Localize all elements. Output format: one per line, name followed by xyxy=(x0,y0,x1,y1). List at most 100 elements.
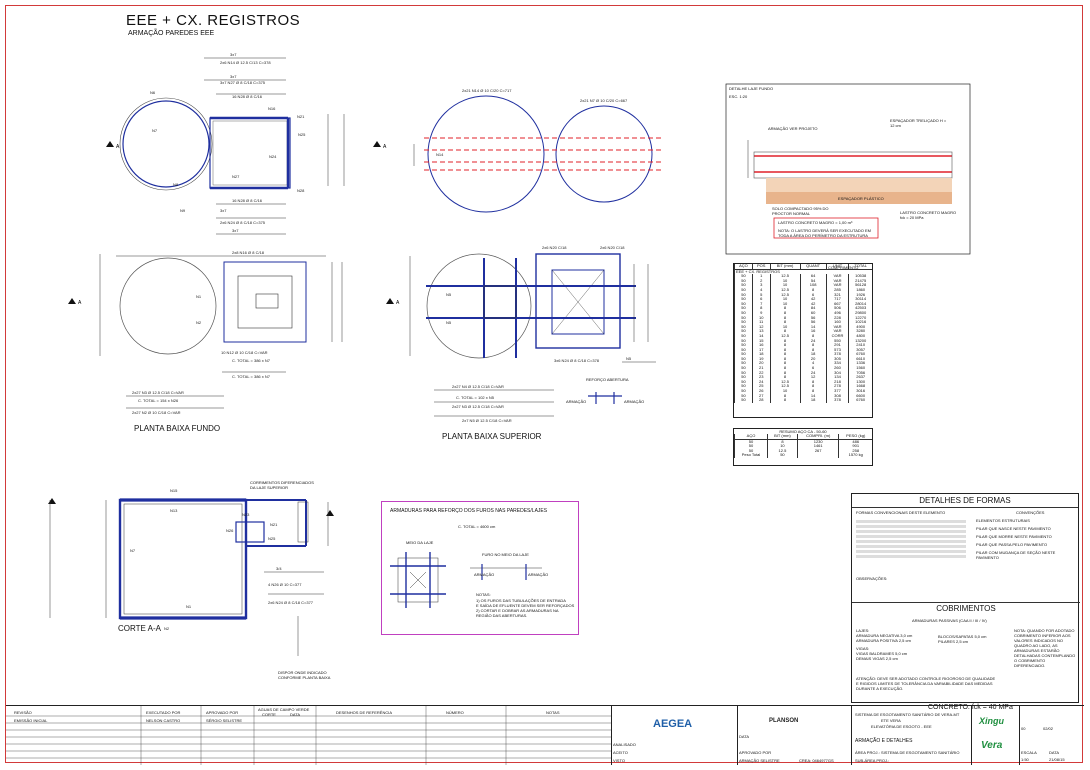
steel-cell: 18 xyxy=(751,352,770,357)
formas-title: DETALHES DE FORMAS xyxy=(852,494,1078,508)
steel-cell: 8 xyxy=(769,306,801,311)
steel-cell: 8 xyxy=(799,384,827,390)
steel-cell: 278 xyxy=(825,384,849,390)
sheet-id: 00 02/02 ESCALA 1:50 DATA 21/08/15 xyxy=(1019,706,1084,765)
steel-cell: CORR xyxy=(825,333,849,339)
tb-drawing: ARMAÇÃO E DETALHES xyxy=(855,738,913,744)
cobrimentos-title: COBRIMENTOS xyxy=(936,604,996,613)
svg-text:N9: N9 xyxy=(180,208,186,213)
svg-text:2x6 N14 Ø 12.5 C/13 C=378: 2x6 N14 Ø 12.5 C/13 C=378 xyxy=(220,60,271,65)
steel-cell: 291 xyxy=(825,342,849,348)
corte-labels: N15 N13 N7 N1 N2 N23 N26 N21 N25 3/4 4 N… xyxy=(130,488,314,631)
steel-cell: 20 xyxy=(799,356,827,362)
steel-cell: 42 xyxy=(799,297,827,302)
svg-text:N14: N14 xyxy=(436,152,444,157)
svg-text:2x8 N16 Ø 8 C/18: 2x8 N16 Ø 8 C/18 xyxy=(232,250,265,255)
summary-cell: 1230 xyxy=(796,439,839,445)
project-info: SISTEMA DE ESGOTAMENTO SANITÁRIO DE VERA… xyxy=(851,706,972,765)
steel-header-quant: QUANT xyxy=(799,264,827,270)
steel-cell: 8 xyxy=(769,338,801,344)
cobrimentos-nota: NOTA: QUANDO FOR ADOTADO COBRIMENTO INFE… xyxy=(1014,628,1076,668)
tb-h-revisao: REVISÃO xyxy=(14,710,32,715)
company-left: AEGEA ANALISADO ACEITO VISTO xyxy=(611,706,738,765)
svg-text:C. TOTAL = 386 x N7: C. TOTAL = 386 x N7 xyxy=(232,374,271,379)
steel-cell: 6 xyxy=(751,297,770,302)
svg-text:N1: N1 xyxy=(196,294,202,299)
tb-h-notas: NOTAS xyxy=(546,710,560,715)
plan-fundo xyxy=(99,254,343,409)
reinforcement-nota-1: 1) OS FUROS DAS TUBULAÇÕES DE ENTRADA xyxy=(476,598,566,603)
corte-note-2: DA LAJE SUPERIOR xyxy=(250,485,289,490)
steel-cell: 1 xyxy=(751,274,770,279)
steel-cell: 3280 xyxy=(848,329,872,334)
steel-cell: 12 xyxy=(751,324,770,330)
plan-fundo-labels: 2x8 N16 Ø 8 C/18 N1 N2 10 N12 Ø 10 C/18 … xyxy=(132,250,271,415)
steel-cell: 6600 xyxy=(848,393,872,399)
reforco-abertura-label: REFORÇO ABERTURA xyxy=(586,377,629,382)
tb-analisado: ANALISADO xyxy=(613,742,636,747)
dispor-note-1: DISPOR ONDE INDICADO xyxy=(278,670,327,675)
revision-table: REVISÃO EXECUTADO POR APROVADO POR AGUAS… xyxy=(6,706,612,765)
rebar-labels-left: N6 N7 N8 N9 N16 N21 N24 N25 N27 N28 3x7 … xyxy=(150,52,306,233)
svg-text:N5: N5 xyxy=(446,292,452,297)
svg-text:2x6 N20 C/18: 2x6 N20 C/18 xyxy=(542,245,567,250)
steel-cell: VAR xyxy=(825,324,849,330)
steel-cell: 16 xyxy=(751,342,770,348)
steel-cell: 13 xyxy=(751,329,770,334)
cob-item-7: BLOCOS/SAPATAS 5,0 cm xyxy=(938,634,987,639)
svg-text:3x7: 3x7 xyxy=(232,228,239,233)
svg-text:C. TOTAL = 154 x N26: C. TOTAL = 154 x N26 xyxy=(138,398,179,403)
steel-cell: 717 xyxy=(825,297,849,302)
company-mid: PLANSON DATA APROVADO POR ARMAÇÃO SELIST… xyxy=(737,706,852,765)
steel-cell: 4 xyxy=(799,361,827,367)
steel-cell: 3016 xyxy=(848,388,872,394)
tb-scale-value: 1:50 xyxy=(1021,757,1029,762)
steel-cell: 50 xyxy=(734,347,753,353)
steel-group-header: COMPRIMENTO xyxy=(828,265,859,270)
svg-text:2x6 N24 Ø 8 C/18 C=377: 2x6 N24 Ø 8 C/18 C=377 xyxy=(268,600,314,605)
formas-line-1: ELEMENTOS ESTRUTURAIS xyxy=(976,518,1030,523)
summary-cell: 267 xyxy=(796,448,839,454)
aegea-logo: AEGEA xyxy=(653,718,693,730)
steel-cell: 28 xyxy=(751,398,770,403)
steel-section: EEE + CX. REGISTROS xyxy=(734,269,872,275)
svg-text:3x6 N24 Ø 8 C/18 C=378: 3x6 N24 Ø 8 C/18 C=378 xyxy=(554,358,600,363)
svg-text:3x7: 3x7 xyxy=(220,208,227,213)
steel-header-unit: UNIT xyxy=(825,264,849,270)
tb-data-label: DATA xyxy=(739,734,750,739)
steel-cell: 50 xyxy=(734,274,753,279)
steel-cell: 8 xyxy=(769,352,801,357)
tb-date-label: DATA xyxy=(1049,750,1060,755)
steel-cell: 56128 xyxy=(848,283,872,288)
detalhe-laje-label-solo: SOLO COMPACTADO 95% DO PROCTOR NORMAL xyxy=(772,206,829,216)
steel-cell: 8 xyxy=(769,361,801,367)
svg-text:N23: N23 xyxy=(242,512,250,517)
steel-cell: 10538 xyxy=(848,274,872,279)
svg-text:2x27 N3 Ø 12.5 C/18 C=VAR: 2x27 N3 Ø 12.5 C/18 C=VAR xyxy=(132,390,184,395)
tb-r-aprovado: SÉRGIO SELISTRE xyxy=(206,718,243,723)
steel-cell: 8 xyxy=(799,342,827,348)
steel-cell: 50 xyxy=(734,365,753,371)
steel-cell: 10 xyxy=(769,283,801,288)
reinforcement-total: C. TOTAL = 4600 cm xyxy=(458,524,496,529)
svg-text:N21: N21 xyxy=(297,114,305,119)
steel-cell: 50 xyxy=(734,315,753,321)
svg-text:N7: N7 xyxy=(130,548,136,553)
sheet-title: EEE + CX. REGISTROS xyxy=(126,12,301,29)
svg-text:N26: N26 xyxy=(226,528,234,533)
steel-cell: 21 xyxy=(751,365,770,371)
steel-cell: 8 xyxy=(751,306,770,311)
steel-cell: 260 xyxy=(825,365,849,371)
notes-panel: DETALHES DE FORMAS FORMAS CONVENCIONAIS … xyxy=(851,493,1080,703)
steel-cell: 506 xyxy=(825,306,849,311)
steel-cell: 573 xyxy=(825,347,849,353)
steel-cell: 8 xyxy=(799,388,827,394)
svg-text:N7: N7 xyxy=(152,128,158,133)
plan-superior xyxy=(409,253,656,417)
steel-cell: 5 xyxy=(751,292,770,298)
